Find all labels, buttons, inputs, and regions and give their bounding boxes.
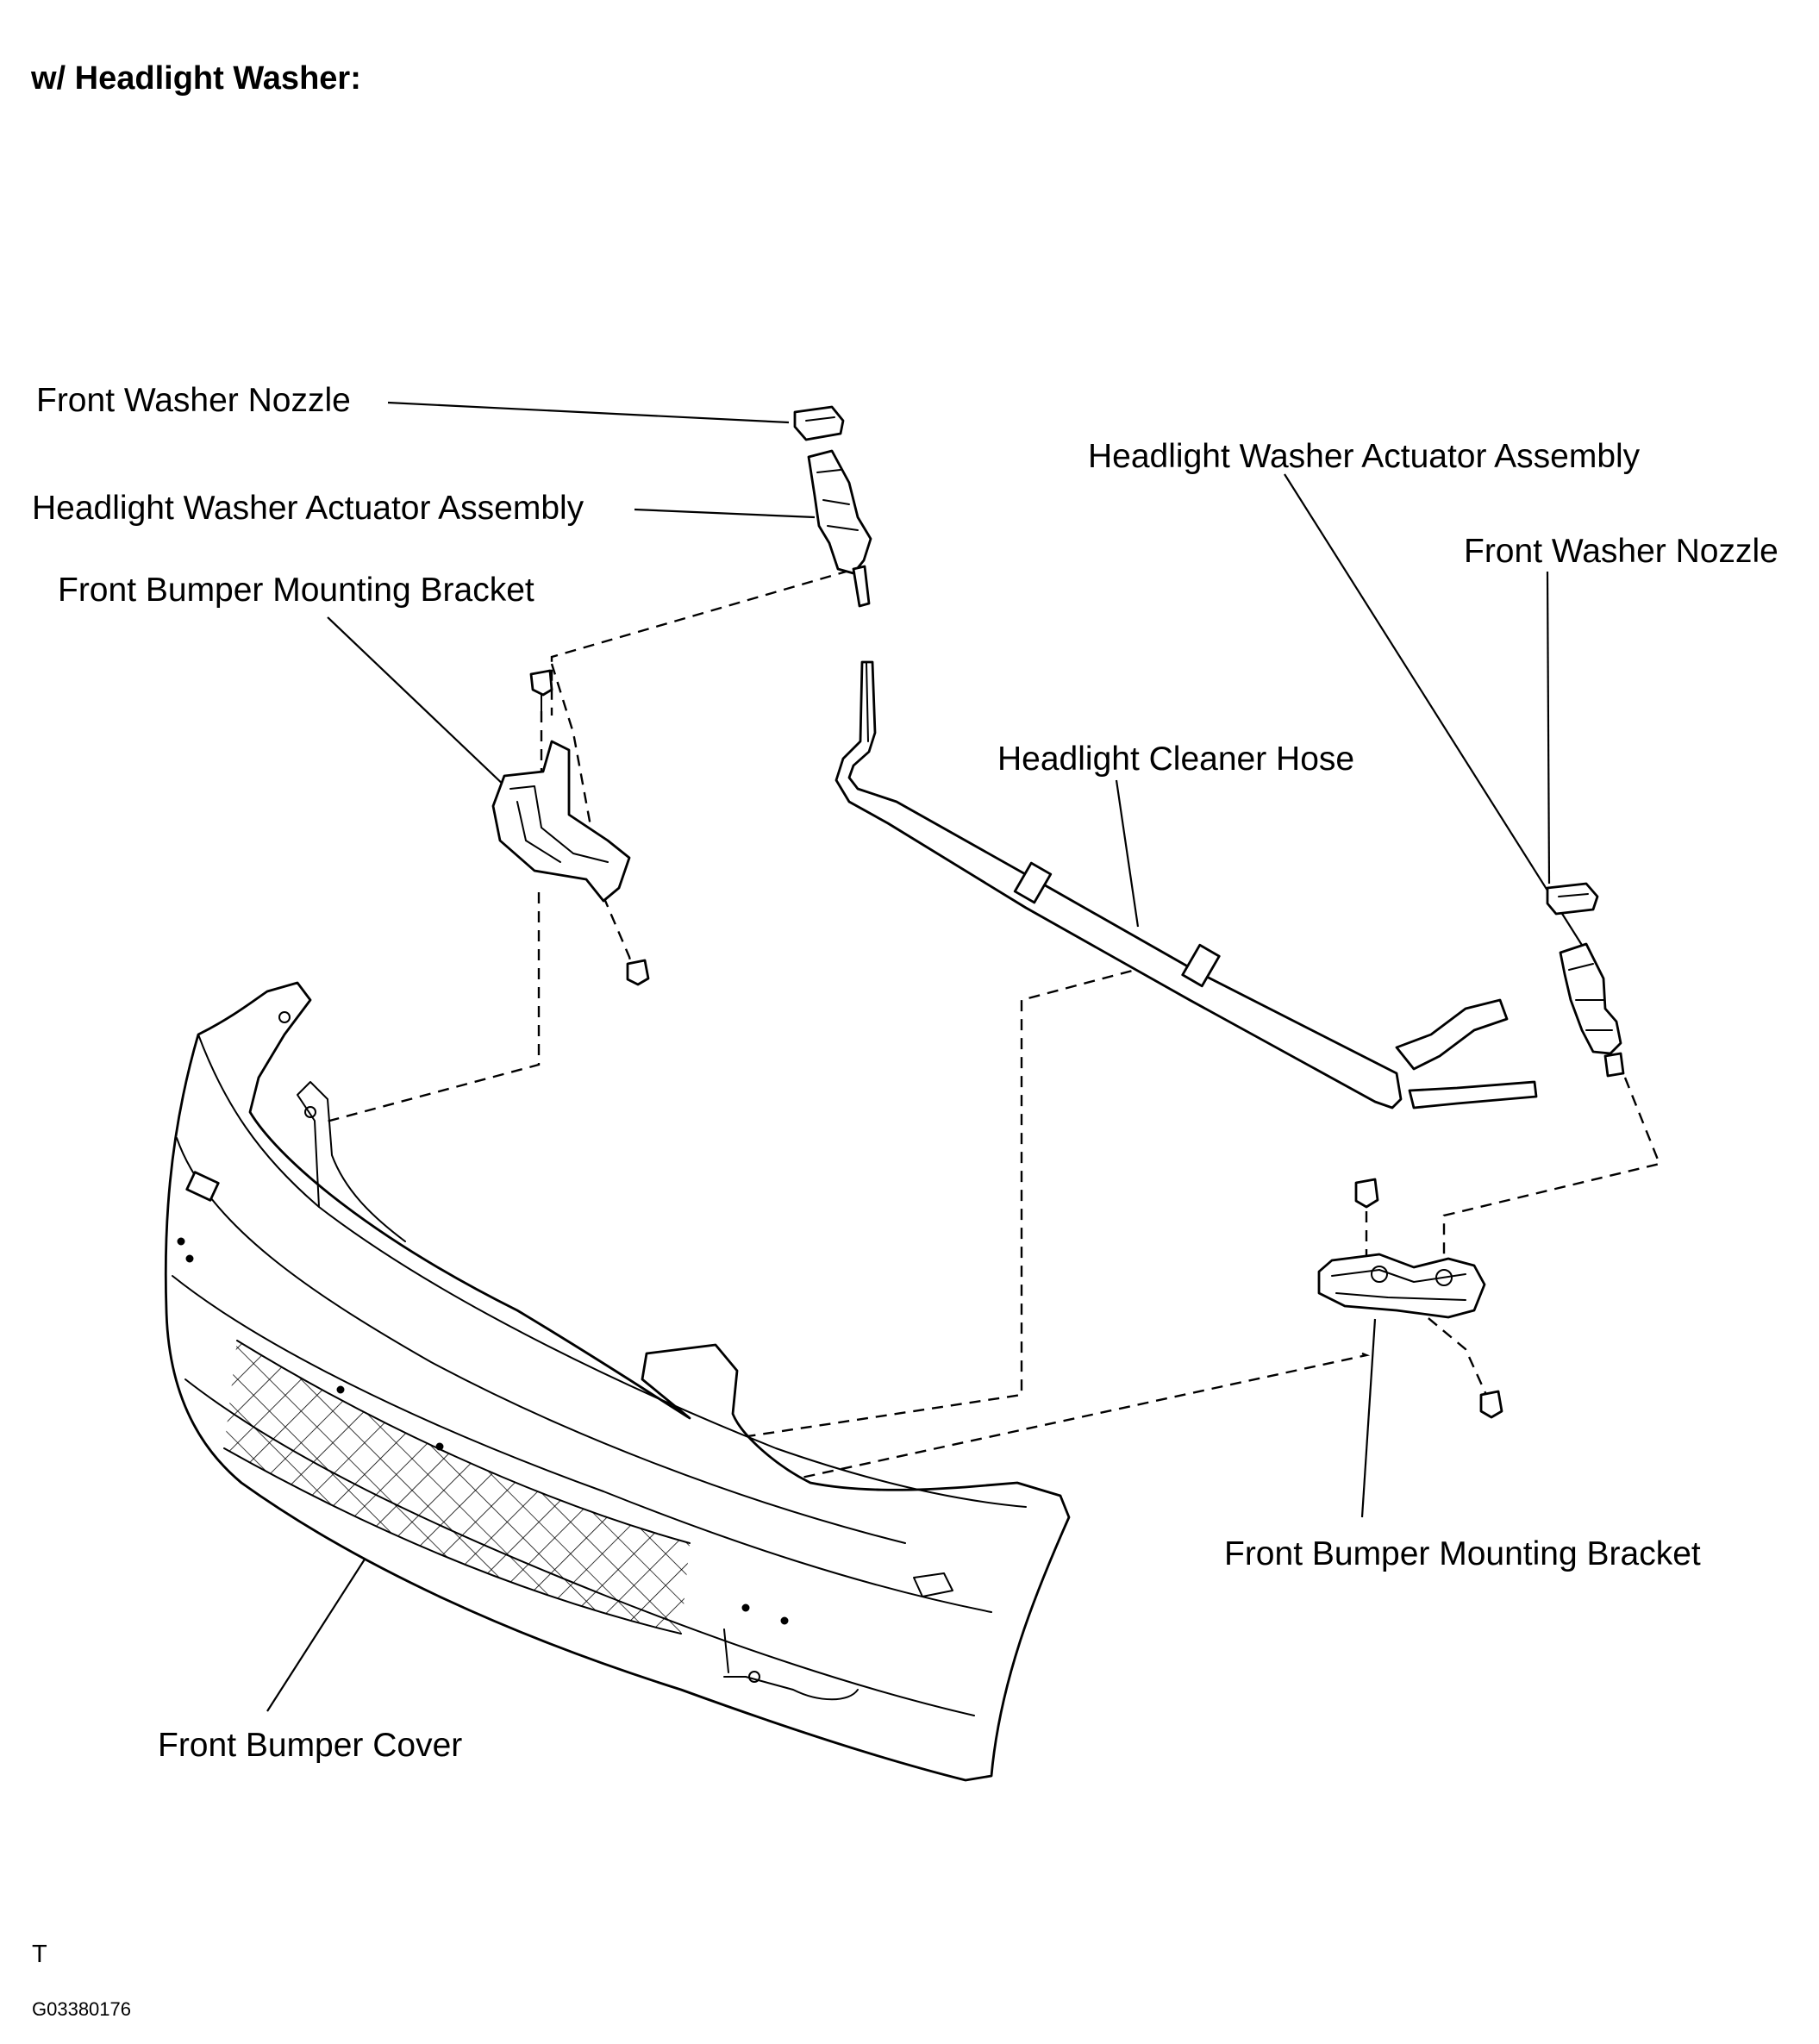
figure-code: G03380176: [32, 1998, 131, 2020]
part-labels: Front Washer Nozzle Headlight Washer Act…: [32, 382, 1778, 1764]
label-left-headlight-washer-actuator: Headlight Washer Actuator Assembly: [32, 490, 584, 527]
page-title: w/ Headlight Washer:: [30, 60, 361, 97]
label-right-front-bumper-bracket: Front Bumper Mounting Bracket: [1224, 1535, 1701, 1572]
right-bracket-bolt-top: [1354, 1178, 1379, 1209]
leader-left-bracket: [327, 616, 527, 807]
left-actuator-assembly: [807, 449, 872, 608]
left-mounting-bracket: [491, 740, 631, 903]
left-washer-nozzle: [793, 405, 845, 441]
label-left-front-bumper-bracket: Front Bumper Mounting Bracket: [58, 572, 534, 609]
leader-hose: [1115, 779, 1140, 928]
label-right-headlight-washer-actuator: Headlight Washer Actuator Assembly: [1088, 438, 1641, 475]
leader-left-nozzle: [387, 401, 790, 424]
right-actuator-assembly: [1559, 942, 1625, 1078]
front-bumper-cover: [164, 981, 1071, 1782]
leader-right-actuator: [1284, 473, 1596, 966]
label-right-front-washer-nozzle: Front Washer Nozzle: [1464, 533, 1778, 570]
leader-bumper-cover: [266, 1542, 376, 1712]
leader-right-bracket: [1360, 1318, 1377, 1518]
footer-mark: T: [32, 1941, 47, 1968]
leader-left-actuator: [634, 508, 816, 519]
leader-lines: [266, 401, 1596, 1712]
left-bracket-bolt-top: [529, 669, 553, 712]
label-left-front-washer-nozzle: Front Washer Nozzle: [36, 382, 351, 419]
right-washer-nozzle: [1546, 882, 1599, 916]
right-bracket-bolt-bottom: [1479, 1390, 1503, 1419]
label-front-bumper-cover: Front Bumper Cover: [158, 1727, 462, 1764]
leader-right-nozzle: [1546, 571, 1551, 884]
left-bracket-bolt-bottom: [626, 959, 650, 986]
right-mounting-bracket: [1317, 1253, 1486, 1319]
label-headlight-cleaner-hose: Headlight Cleaner Hose: [997, 741, 1354, 778]
headlight-cleaner-hose: [834, 660, 1538, 1110]
